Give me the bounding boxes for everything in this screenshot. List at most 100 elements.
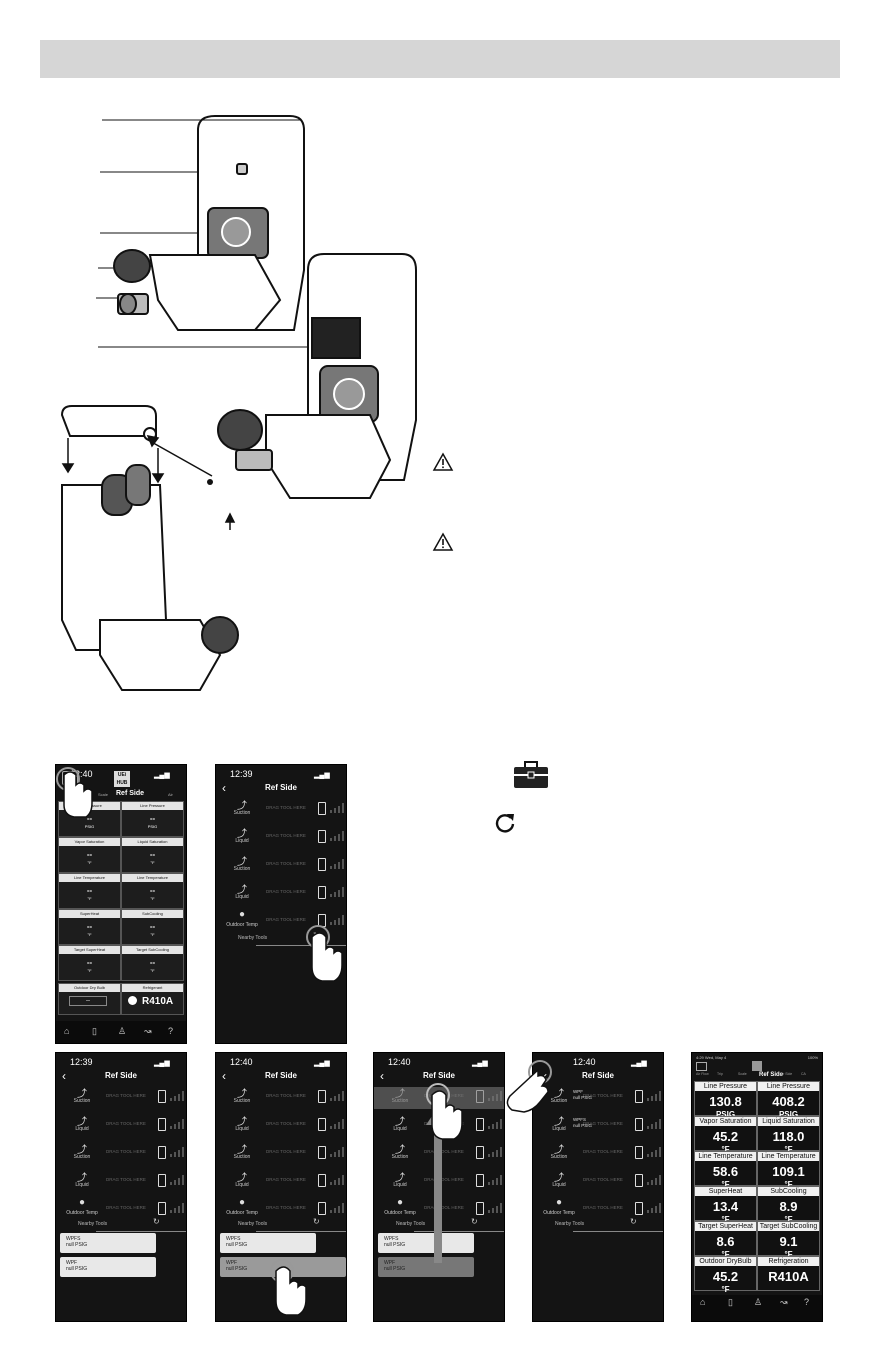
tab-air[interactable]: Air	[168, 792, 173, 797]
tab-item[interactable]: Trip	[717, 1072, 723, 1076]
measurement-tile[interactable]: Line Pressure--PSIG	[121, 801, 184, 837]
drag-target-text: DRAG TOOL HERE	[266, 1149, 306, 1154]
devices-icon[interactable]: ▯	[728, 1297, 733, 1307]
tab-ref-side[interactable]: Ref Side	[116, 790, 145, 797]
refresh-icon[interactable]: ↻	[313, 1217, 320, 1226]
home-icon[interactable]: ⌂	[700, 1297, 706, 1307]
battery-icon	[476, 1146, 484, 1159]
home-icon[interactable]: ⌂	[64, 1026, 70, 1036]
measurement-tile[interactable]: Liquid Saturation--°F	[121, 837, 184, 873]
drag-target-text: DRAG TOOL HERE	[266, 1177, 306, 1182]
help-icon[interactable]: ?	[168, 1026, 174, 1036]
pointing-hand-icon	[270, 1259, 307, 1316]
back-icon[interactable]: ‹	[380, 1069, 384, 1083]
measurement-tile[interactable]: SubCooling--°F	[121, 909, 184, 945]
measurement-tile[interactable]: Line Temperature--°F	[121, 873, 184, 909]
refresh-icon[interactable]: ↻	[153, 1217, 160, 1226]
refresh-icon[interactable]: ↻	[471, 1217, 478, 1226]
battery-icon	[318, 802, 326, 815]
user-icon[interactable]: ♙	[118, 1026, 127, 1036]
back-icon[interactable]: ‹	[222, 781, 226, 795]
ueihub-logo-icon	[752, 1061, 762, 1071]
probe-icon: ⤴	[554, 1117, 564, 1128]
signal-icon	[647, 1203, 661, 1213]
probe-icon: ⤴	[237, 885, 247, 896]
page-title: Ref Side	[264, 783, 297, 792]
signal-icon	[330, 1091, 344, 1101]
drag-target-text: DRAG TOOL HERE	[266, 861, 306, 866]
help-icon[interactable]: ?	[804, 1297, 810, 1307]
devices-icon[interactable]: ▯	[92, 1026, 97, 1036]
tab-item[interactable]: Air Side	[780, 1072, 793, 1076]
back-icon[interactable]: ‹	[222, 1069, 226, 1083]
tools-icon[interactable]: ↝	[780, 1297, 788, 1307]
drag-target-text: DRAG TOOL HERE	[583, 1093, 623, 1098]
tools-icon[interactable]: ↝	[144, 1026, 152, 1036]
tab-scale[interactable]: Scale	[98, 792, 109, 797]
battery-icon	[635, 1202, 643, 1215]
bottom-tab-bar: ⌂ ▯ ♙ ↝ ?	[692, 1295, 822, 1321]
drag-target-text: DRAG TOOL HERE	[266, 833, 306, 838]
tab-item[interactable]: Ref Side	[759, 1072, 784, 1078]
measurement-tile[interactable]: Target SuperHeat--°F	[58, 945, 121, 981]
back-icon[interactable]: ‹	[62, 1069, 66, 1083]
tile-refrigerant[interactable]: Refrigerant R410A	[121, 983, 184, 1015]
tile-outdoor-dry-bulb[interactable]: Outdoor Dry Bulb --	[58, 983, 121, 1015]
measurement-tile[interactable]: Line Temperature--°F	[58, 873, 121, 909]
tab-item[interactable]: Air Flow	[696, 1072, 709, 1076]
back-icon[interactable]: ‹	[543, 1069, 547, 1083]
user-icon[interactable]: ♙	[754, 1297, 763, 1307]
measurement-tile[interactable]: Target SubCooling--°F	[121, 945, 184, 981]
probe-icon: ⤴	[237, 1173, 247, 1184]
toolbox-icon[interactable]	[696, 1062, 707, 1071]
tab-item[interactable]: CA	[801, 1072, 806, 1076]
measurement-tile[interactable]: Vapor Saturation--°F	[58, 837, 121, 873]
refresh-icon[interactable]: ↻	[630, 1217, 637, 1226]
tab-item[interactable]: Scale	[738, 1072, 747, 1076]
drag-target-text: DRAG TOOL HERE	[583, 1149, 623, 1154]
measurement-tile[interactable]: SuperHeat--°F	[58, 909, 121, 945]
signal-icon	[330, 859, 344, 869]
status-time: 12:40	[70, 769, 93, 779]
signal-icon	[647, 1175, 661, 1185]
